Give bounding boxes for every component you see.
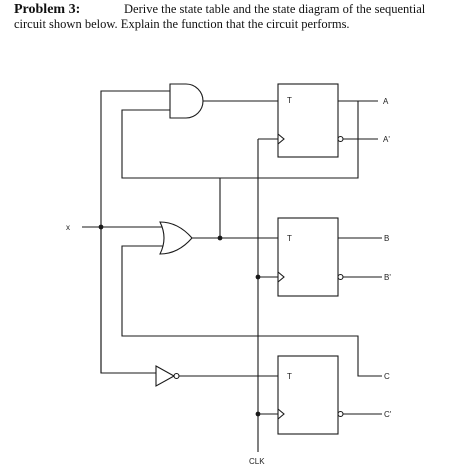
wire-or-input-2 <box>121 245 382 377</box>
wire-a-feedback <box>220 101 359 179</box>
or-gate <box>159 221 193 255</box>
junction-x <box>98 224 104 230</box>
flipflop-c-q-label: C <box>384 372 390 381</box>
input-x-label: x <box>66 223 70 232</box>
flipflop-b-qbar-bubble <box>337 273 344 281</box>
flipflop-c-qbar-label: C' <box>384 410 392 419</box>
flipflop-a-qbar-label: A' <box>383 135 390 144</box>
flipflop-b-input-label: T <box>287 234 292 243</box>
flipflop-a-clock-mark <box>277 133 285 145</box>
wire-and-input-1 <box>100 90 170 374</box>
wire-and-input-2 <box>121 109 221 238</box>
flipflop-b-q-label: B <box>384 234 389 243</box>
not-gate-bubble <box>173 372 180 380</box>
not-gate <box>155 365 176 387</box>
problem-text-line1: Derive the state table and the state dia… <box>124 2 426 16</box>
flipflop-a-input-label: T <box>287 96 292 105</box>
flipflop-b-clock-mark <box>277 271 285 283</box>
flipflop-a <box>277 83 339 158</box>
junction-clk-b <box>255 274 261 280</box>
flipflop-c-qbar-bubble <box>337 410 344 418</box>
junction-or-out <box>217 235 223 241</box>
flipflop-a-qbar-bubble <box>337 135 344 143</box>
and-gate <box>169 83 204 119</box>
problem-number: Problem 3: <box>14 2 81 17</box>
flipflop-a-q-label: A <box>383 97 389 106</box>
flipflop-c-clock-mark <box>277 408 285 420</box>
clock-label: CLK <box>249 457 265 466</box>
problem-statement: Problem 3: Derive the state table and th… <box>14 2 464 32</box>
flipflop-b-qbar-label: B' <box>384 273 391 282</box>
flipflop-c <box>277 355 339 435</box>
problem-text-line2: circuit shown below. Explain the functio… <box>14 17 350 31</box>
flipflop-b <box>277 217 339 297</box>
flipflop-c-input-label: T <box>287 372 292 381</box>
junction-clk-c <box>255 411 261 417</box>
